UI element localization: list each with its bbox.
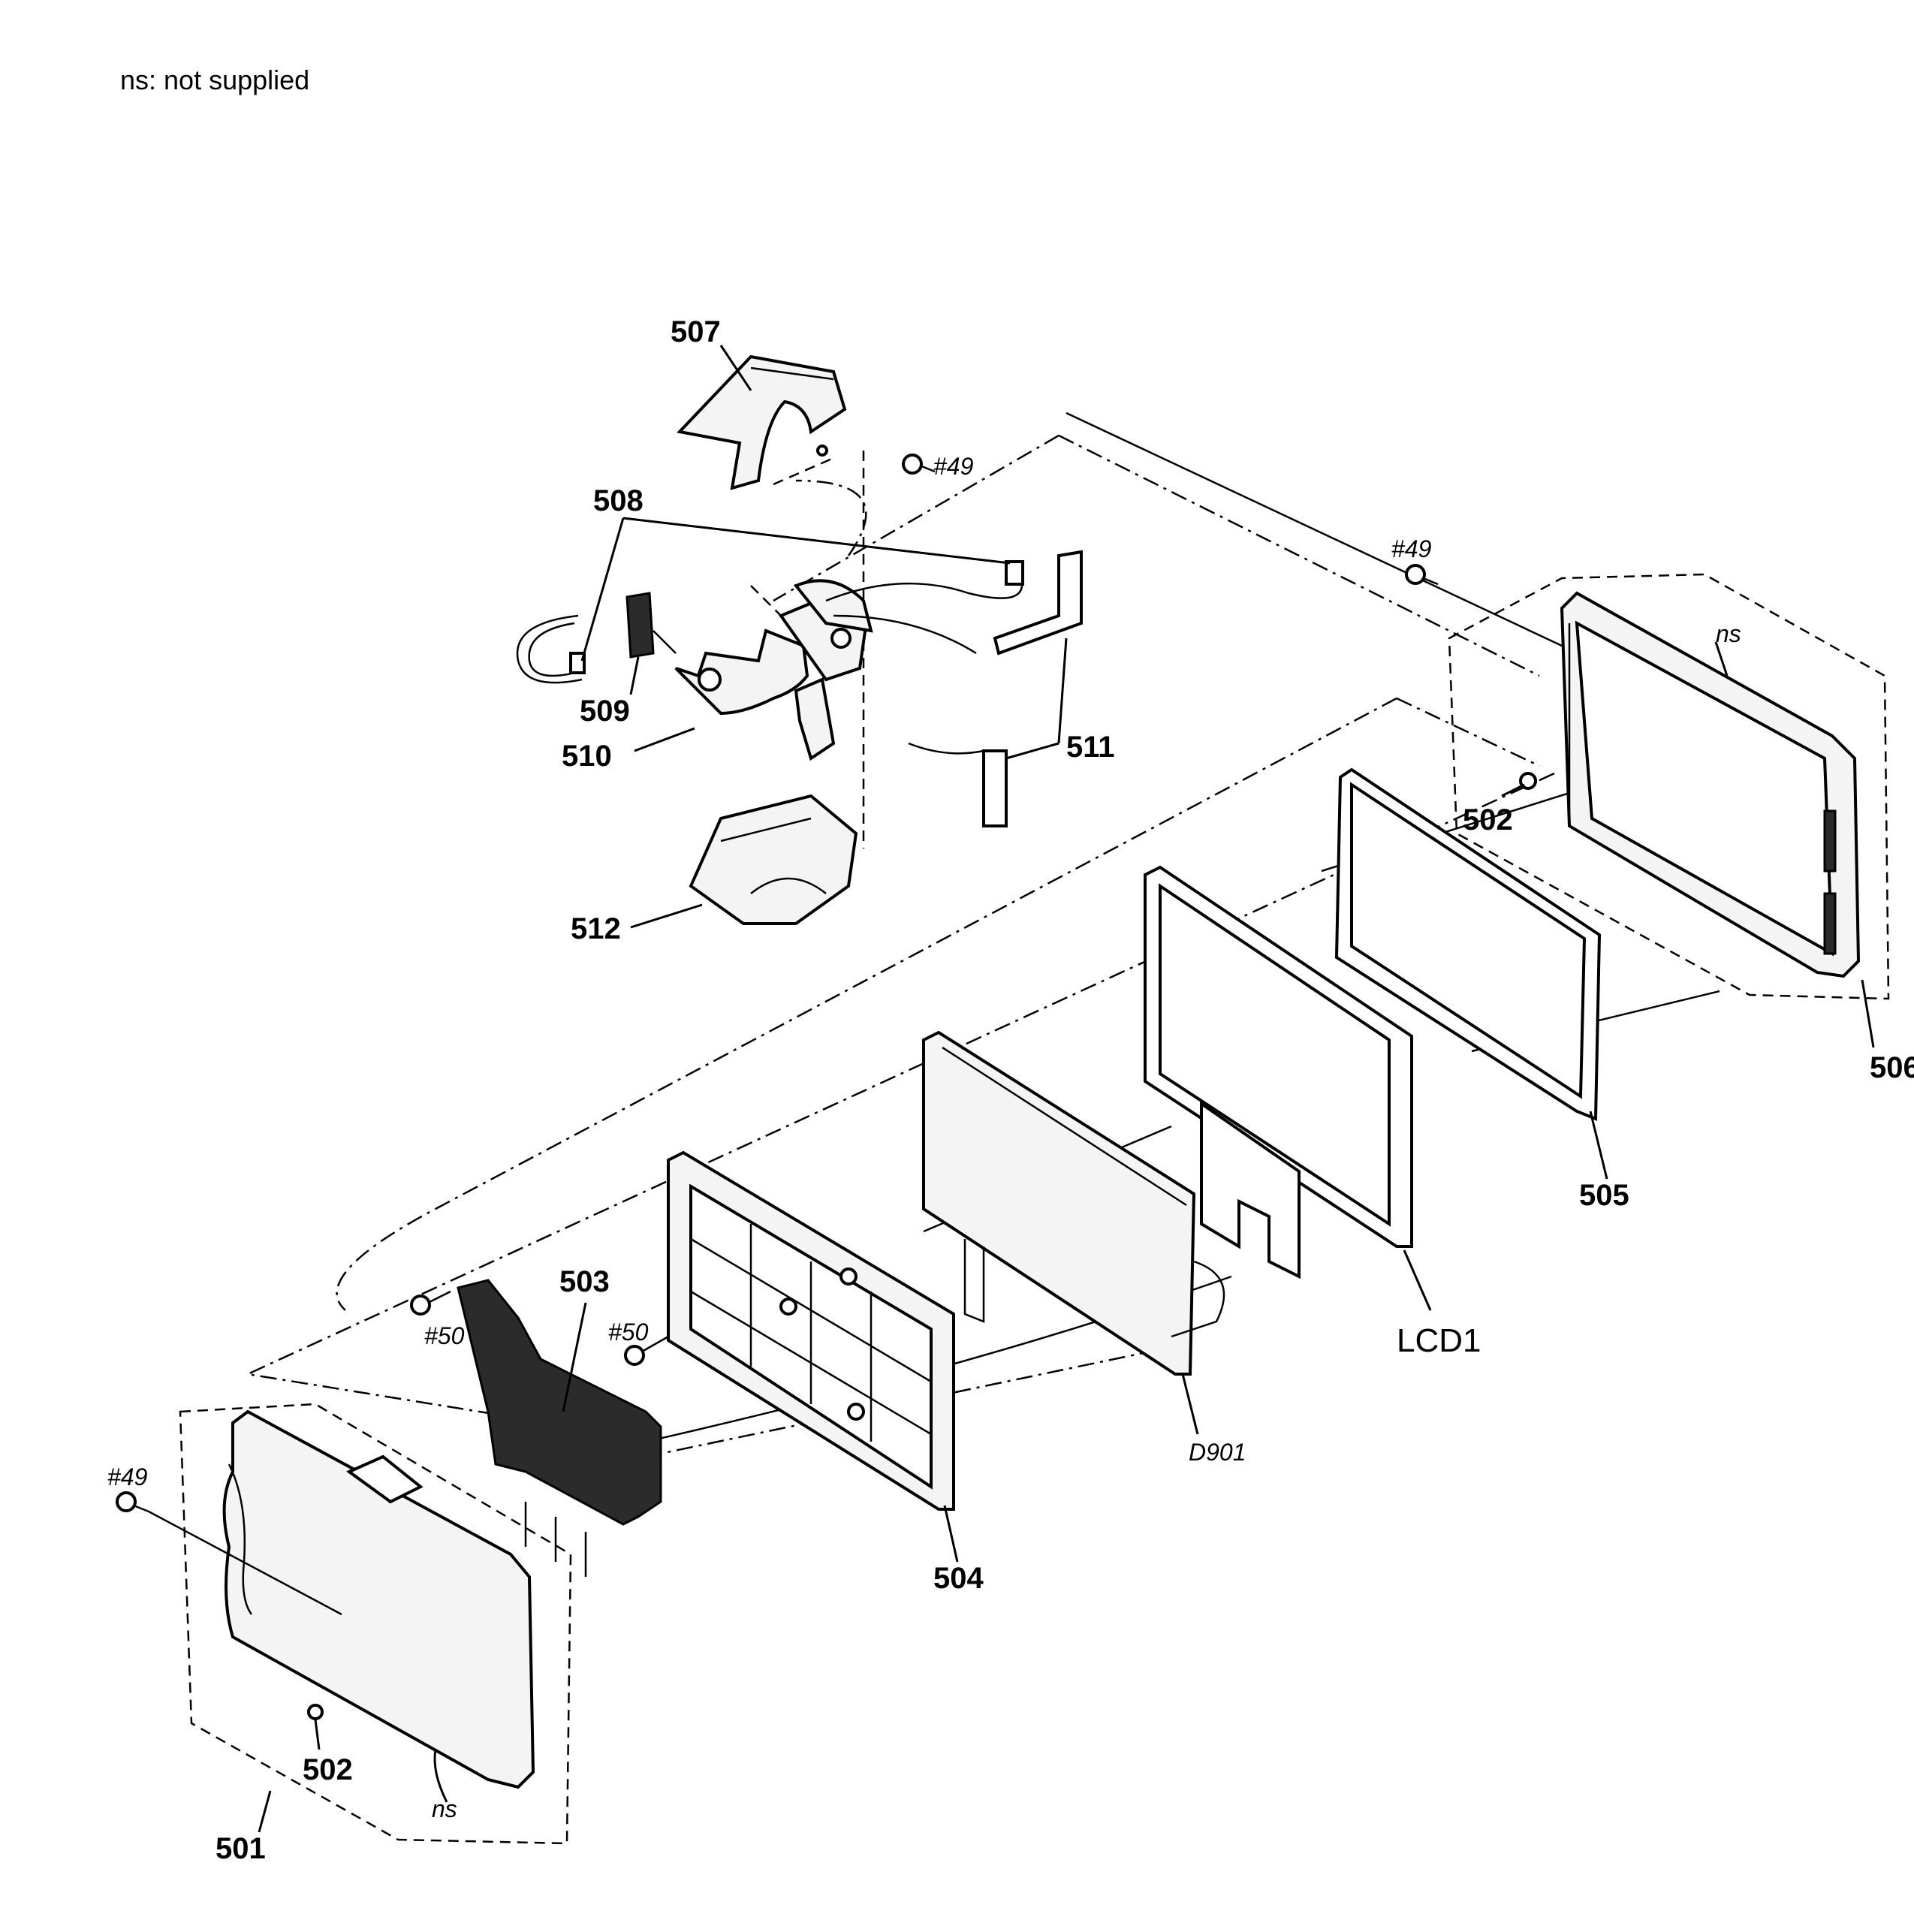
- label-d901: D901: [1189, 1439, 1246, 1466]
- label-505: 505: [1579, 1179, 1629, 1212]
- part-510-hinge-bracket: [674, 577, 1023, 761]
- label-lcd1: LCD1: [1397, 1322, 1481, 1359]
- label-502-bottom: 502: [303, 1753, 353, 1786]
- part-511-flex-cable: [908, 550, 1083, 827]
- label-509: 509: [580, 695, 630, 728]
- label-508: 508: [593, 484, 644, 517]
- label-503: 503: [559, 1265, 610, 1298]
- label-screw-49-left: #49: [107, 1463, 148, 1490]
- label-511: 511: [1066, 731, 1115, 764]
- screw-49-right: [1405, 564, 1439, 586]
- label-screw-50-center: #50: [608, 1319, 649, 1346]
- screw-49-left: [116, 1491, 342, 1616]
- part-labels: 507 508 509 510 511 512 506 505 504 503 …: [107, 315, 1914, 1865]
- label-ns-bottom: ns: [432, 1795, 457, 1822]
- part-512-hinge-cover-lower: [689, 794, 858, 925]
- part-d901-backlight: [922, 1030, 1225, 1376]
- legend-note: ns: not supplied: [120, 65, 310, 95]
- label-504: 504: [933, 1562, 984, 1595]
- screw-49-top: [902, 454, 936, 475]
- part-506-rear-cabinet: [1448, 573, 1890, 1000]
- label-screw-49-right: #49: [1391, 535, 1432, 562]
- part-508-wire-harness: [516, 560, 1024, 684]
- label-502-top: 502: [1463, 803, 1513, 836]
- part-507-hinge-cover-upper: [677, 354, 847, 490]
- label-screw-49-top: #49: [933, 453, 974, 480]
- label-ns-top: ns: [1716, 620, 1741, 647]
- part-505-frame-panel: [1334, 767, 1602, 1121]
- part-501-front-cabinet: [179, 1403, 572, 1845]
- label-507: 507: [671, 315, 721, 348]
- screw-50-left: [410, 1290, 451, 1316]
- label-screw-50-left: #50: [424, 1322, 465, 1349]
- label-512: 512: [571, 912, 621, 945]
- part-504-chassis-frame: [667, 1150, 955, 1511]
- part-503-shield-plate: [457, 1279, 662, 1577]
- part-509-connector: [625, 592, 677, 659]
- label-501: 501: [216, 1832, 266, 1865]
- label-510: 510: [562, 740, 612, 773]
- part-lcd1-panel: [1144, 865, 1413, 1279]
- leader-lines: [258, 345, 1875, 1833]
- screw-50-center: [624, 1335, 669, 1366]
- label-506: 506: [1870, 1051, 1914, 1084]
